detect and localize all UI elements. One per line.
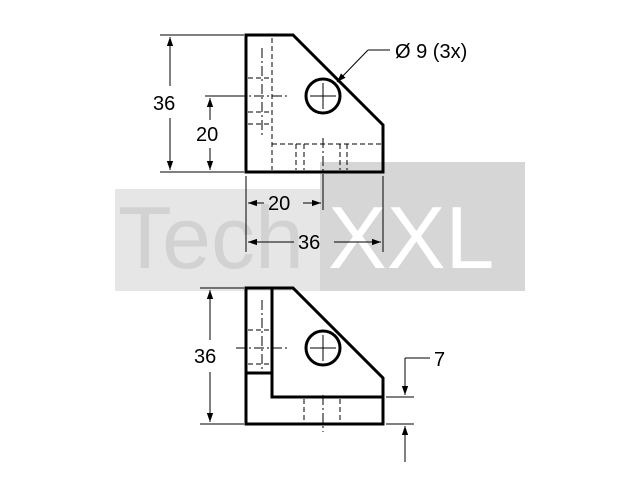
dim-thickness-7: 7 xyxy=(434,349,445,371)
bottom-view: 36 7 xyxy=(194,286,445,462)
watermark-right-box xyxy=(320,162,525,291)
dim-width-36: 36 xyxy=(298,232,320,254)
dim-height-36: 36 xyxy=(153,93,175,115)
hole-callout-label: Ø 9 (3x) xyxy=(395,41,467,63)
top-view-outline xyxy=(244,33,385,174)
watermark-left-box xyxy=(115,189,320,291)
dim-hole-offset-20: 20 xyxy=(268,193,290,215)
watermark-left-text: Tech xyxy=(118,188,304,287)
top-view: Ø 9 (3x) 36 20 20 36 xyxy=(153,33,467,254)
watermark-logo: Tech XXL xyxy=(115,162,525,291)
bottom-view-outline xyxy=(244,286,385,426)
bottom-inner-profile xyxy=(270,288,383,399)
callout-leader-arrow xyxy=(336,49,369,83)
dim-bottom-height-36: 36 xyxy=(194,346,216,368)
dim-hole-height-20: 20 xyxy=(196,124,218,146)
watermark-right-text: XXL xyxy=(328,188,494,287)
